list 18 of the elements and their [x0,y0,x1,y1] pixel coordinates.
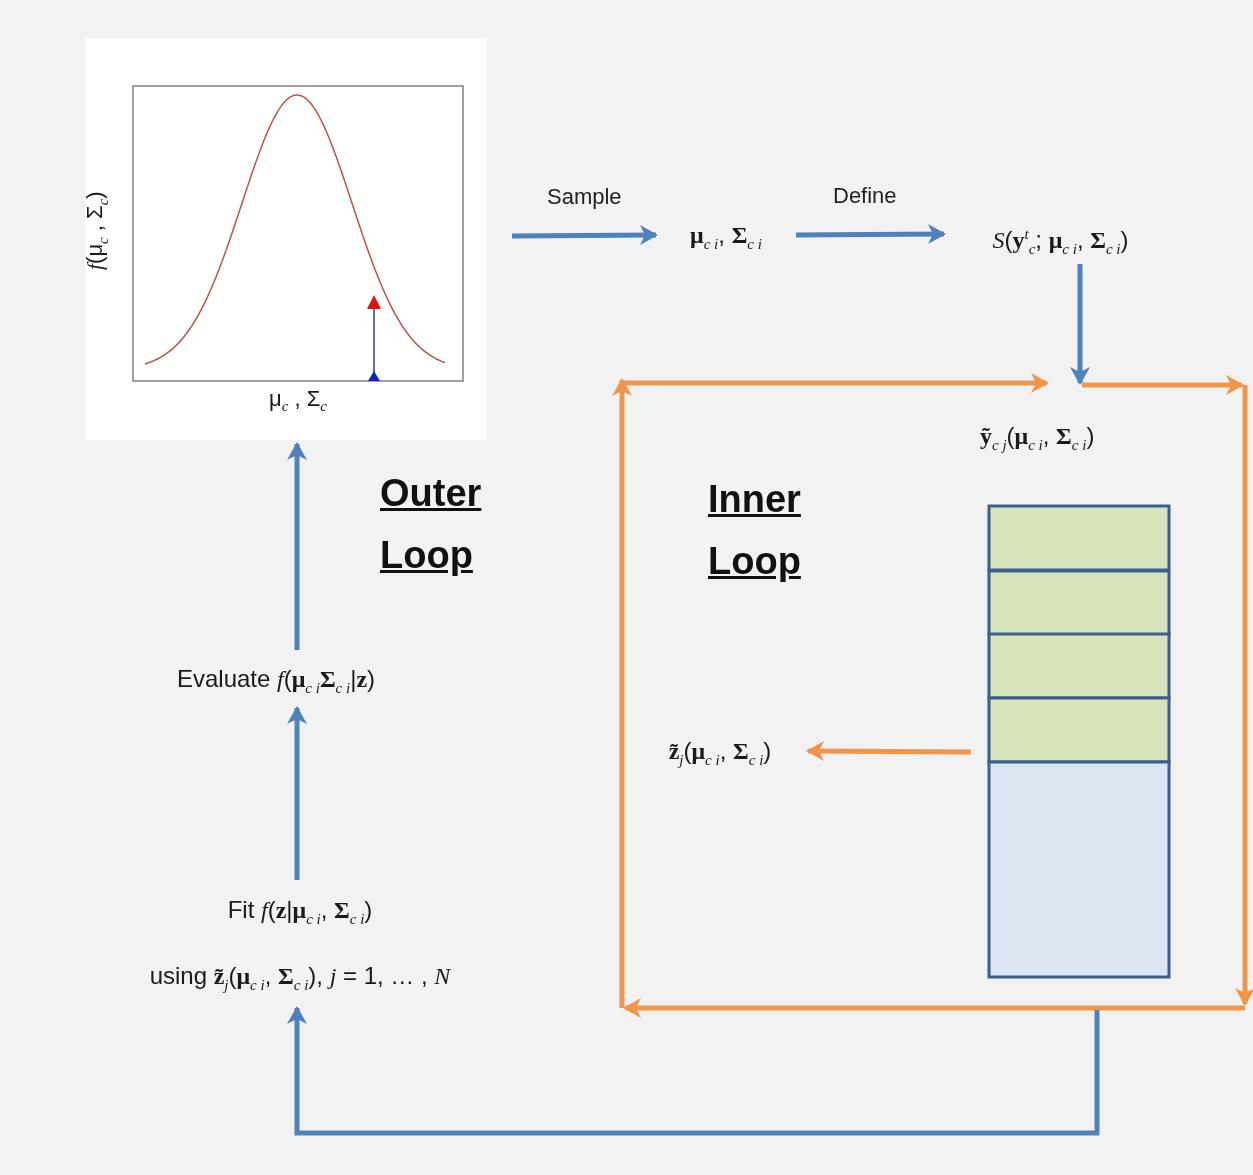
arrow [806,741,971,762]
formula-label: z̃$_{j}$(μ$_{c i}$, Σ$_{c i}$) [636,726,804,776]
formula-label: S(y$^{t}$$_{c}$; μ$_{c i}$, Σ$_{c i}$) [948,208,1173,260]
formula-label: ỹ$_{c j}$(μ$_{c i}$, Σ$_{c i}$) [980,422,1095,454]
formula-label: using z̃$_{j}$(μ$_{c i}$, Σ$_{c i}$), j = 1, … , N [148,962,453,994]
arrow [287,442,307,650]
axis-label: μ$_{c}$ , Σ$_{c}$ [268,386,328,416]
arrow [1070,264,1090,385]
arrow [512,225,658,246]
plot-panel [85,38,487,440]
loop-title: Inner Loop [708,477,802,584]
arrow [287,706,307,880]
arrow [796,224,946,245]
formula-label: Evaluate f(μ$_{c i}$Σ$_{c i}$|z) [126,654,426,704]
loop-title: Outer Loop [380,471,483,578]
formula-label: μ$_{c i}$, Σ$_{c i}$ [660,212,792,258]
formula-label: Fit f(z|μ$_{c i}$, Σ$_{c i}$) [226,896,374,928]
arrow [287,1006,1100,1136]
